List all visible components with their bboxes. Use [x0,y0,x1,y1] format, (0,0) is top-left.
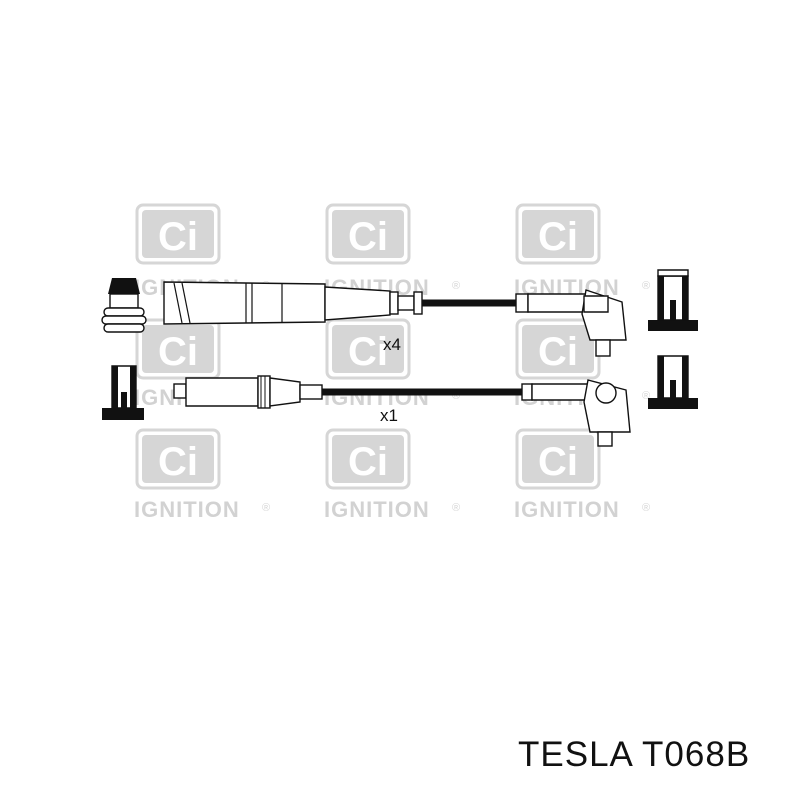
ci-logo-letters: Ci [348,215,388,259]
ci-logo-letters: Ci [538,440,578,484]
ci-logo-icon [325,203,411,265]
coil-terminal-cap [101,278,147,333]
plug-boot-x4 [515,289,627,357]
registered-mark: ® [452,280,460,292]
ci-logo-letters: Ci [158,330,198,374]
registered-mark: ® [452,390,460,402]
ignition-watermark-text: IGNITION [324,497,430,522]
ci-logo-letters: Ci [348,330,388,374]
right-connector-bottom [648,355,698,409]
ci-logo-letters: Ci [538,330,578,374]
ci-logo-icon [325,318,411,380]
ci-logo-icon [135,203,221,265]
ci-logo-icon [515,203,601,265]
ignition-watermark-text: IGNITION [134,497,240,522]
qty-label-x4: x4 [383,335,401,354]
ci-logo-icon [515,428,601,490]
plug-boot-x1 [521,379,631,447]
right-connector-top [648,269,698,331]
part-number-caption: TESLA T068B [518,735,751,774]
lead-x4: x4 [163,281,627,357]
registered-mark: ® [642,390,650,402]
registered-mark: ® [262,502,270,514]
ci-logo-icon [135,428,221,490]
ci-logo-letters: Ci [158,440,198,484]
coil-boot-x4 [163,281,423,325]
registered-mark: ® [642,502,650,514]
qty-label-x1: x1 [380,406,398,425]
ci-logo-icon [325,428,411,490]
left-connector-bracket [102,365,144,420]
ci-logo-letters: Ci [538,215,578,259]
coil-boot-x1 [173,375,323,409]
lead-x1: x1 [173,375,631,447]
registered-mark: ® [642,280,650,292]
ci-logo-letters: Ci [348,440,388,484]
watermark-layer: CiIGNITION®CiIGNITION®CiIGNITION®CiIGNIT… [134,203,650,522]
ci-logo-letters: Ci [158,215,198,259]
ignition-watermark-text: IGNITION [514,497,620,522]
registered-mark: ® [452,502,460,514]
